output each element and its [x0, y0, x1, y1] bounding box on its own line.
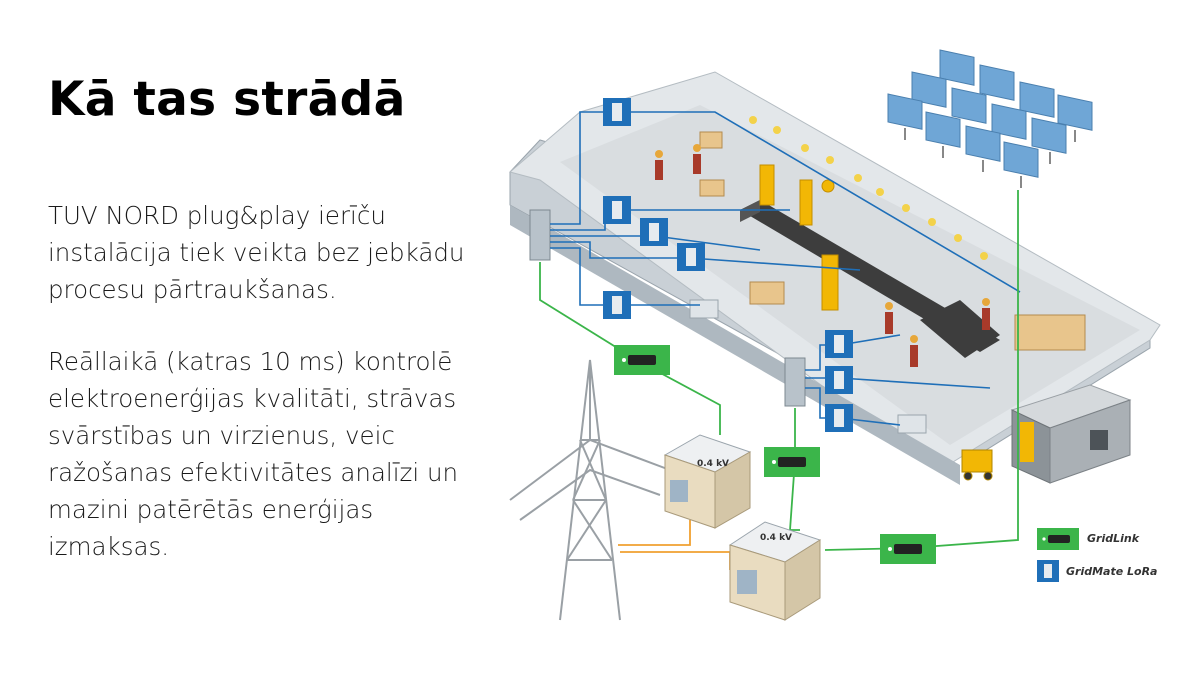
- details-paragraph: Reāllaikā (katras 10 ms) kontrolē elektr…: [48, 347, 459, 561]
- gridmate-device-icon: [677, 243, 705, 271]
- gridlink-device-icon: [880, 534, 936, 564]
- solar-panel: [1019, 81, 1055, 118]
- gridmate-device-icon: [603, 291, 631, 319]
- legend-gridmate-icon: [1037, 560, 1059, 582]
- gridmate-device-icon: [825, 366, 853, 394]
- solar-panel: [1031, 117, 1067, 154]
- gridmate-device-icon: [603, 98, 631, 126]
- gridmate-device-icon: [640, 218, 668, 246]
- legend-gridlink-label: GridLink: [1087, 532, 1140, 545]
- intro-paragraph: TUV NORD plug&play ierīču instalācija ti…: [48, 201, 465, 304]
- workers: [655, 144, 990, 367]
- electrical-cabinet: [529, 209, 551, 261]
- forklift: [961, 449, 993, 481]
- gridmate-devices: [603, 98, 853, 432]
- factory-building: [508, 71, 1161, 485]
- solar-panel: [979, 64, 1015, 101]
- transformer-voltage-label: 0.4 kV: [697, 459, 729, 469]
- solar-panel: [991, 103, 1027, 140]
- gridlink-device-icon: [614, 345, 670, 375]
- transformer-2: 0.4 kV: [728, 521, 822, 621]
- electrical-cabinet: [784, 357, 806, 407]
- solar-panel: [887, 93, 923, 130]
- factory-monitoring-diagram: 0.4 kV 0.4 kV: [508, 49, 1161, 621]
- solar-panels: [887, 49, 1093, 178]
- solar-panel: [1057, 94, 1093, 131]
- gridmate-device-icon: [603, 196, 631, 224]
- solar-panel: [1003, 141, 1039, 178]
- gridmate-device-icon: [825, 330, 853, 358]
- side-building: [1010, 384, 1132, 484]
- solar-panel: [911, 71, 947, 108]
- page-title: Kā tas strādā: [48, 72, 406, 127]
- solar-panel: [965, 125, 1001, 162]
- legend-gridmate-label: GridMate LoRa: [1066, 565, 1158, 578]
- power-pylon-icon: [509, 359, 671, 621]
- legend-gridlink-icon: [1037, 528, 1079, 550]
- gridmate-device-icon: [825, 404, 853, 432]
- solar-panel: [925, 111, 961, 148]
- solar-panel: [939, 49, 975, 86]
- gridlink-device-icon: [764, 447, 820, 477]
- solar-panel: [951, 87, 987, 124]
- transformer-1: 0.4 kV: [663, 434, 752, 529]
- transformer-voltage-label: 0.4 kV: [760, 533, 792, 543]
